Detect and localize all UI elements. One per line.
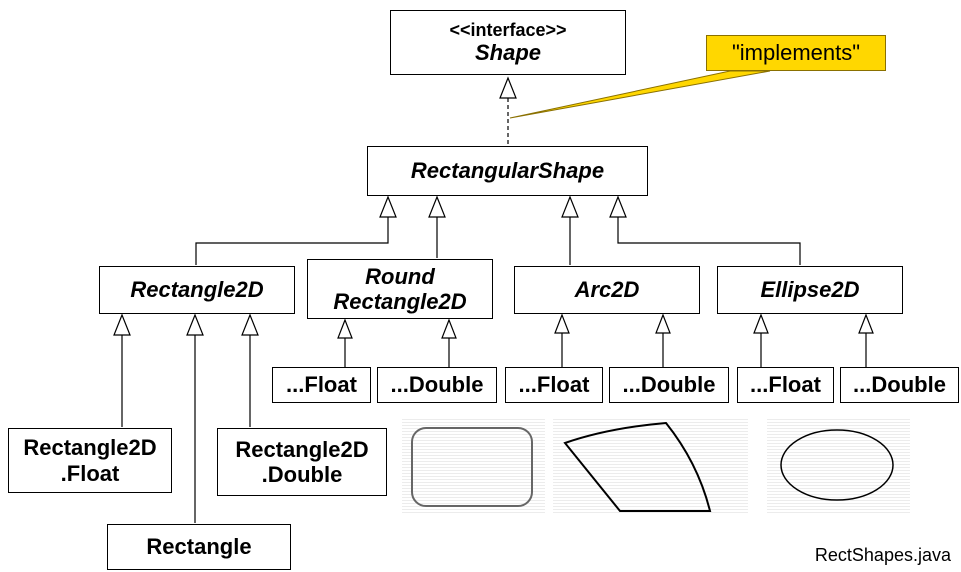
ellipse-illustration — [767, 418, 910, 513]
rectangle2d-double-line2: .Double — [261, 462, 343, 487]
rectangle-box: Rectangle — [107, 524, 291, 570]
rectangle2d-float-line1: Rectangle2D — [23, 435, 157, 461]
rectangle2d-double-line1: Rectangle2D — [235, 436, 369, 462]
rectangle2d-box: Rectangle2D — [99, 266, 295, 314]
arc2d-box: Arc2D — [514, 266, 700, 314]
round-rectangle-illustration — [402, 418, 545, 513]
shape-stereotype: <<interface>> — [449, 19, 567, 40]
shape-name: Shape — [474, 40, 542, 66]
round-rectangle2d-box: Round Rectangle2D — [307, 259, 493, 319]
rectangle2d-float-line2: .Float — [60, 460, 120, 486]
arc-illustration — [553, 418, 748, 513]
shape-interface-box: <<interface>> Shape — [390, 10, 626, 75]
rectangle2d-float-box: Rectangle2D .Float — [8, 428, 172, 493]
round-rect-float-box: ...Float — [272, 367, 371, 403]
ellipse-float-box: ...Float — [737, 367, 834, 403]
rectangle2d-double-box: Rectangle2D .Double — [217, 428, 387, 496]
arc-float-box: ...Float — [505, 367, 603, 403]
implements-callout: "implements" — [706, 35, 886, 71]
round-rect-double-box: ...Double — [377, 367, 497, 403]
round-rectangle2d-line1: Round — [365, 263, 435, 289]
round-rectangle2d-line2: Rectangle2D — [333, 289, 467, 314]
source-file-caption: RectShapes.java — [814, 545, 951, 565]
rectangular-shape-box: RectangularShape — [367, 146, 648, 196]
ellipse-double-box: ...Double — [840, 367, 959, 403]
ellipse2d-box: Ellipse2D — [717, 266, 903, 314]
arc-double-box: ...Double — [609, 367, 729, 403]
